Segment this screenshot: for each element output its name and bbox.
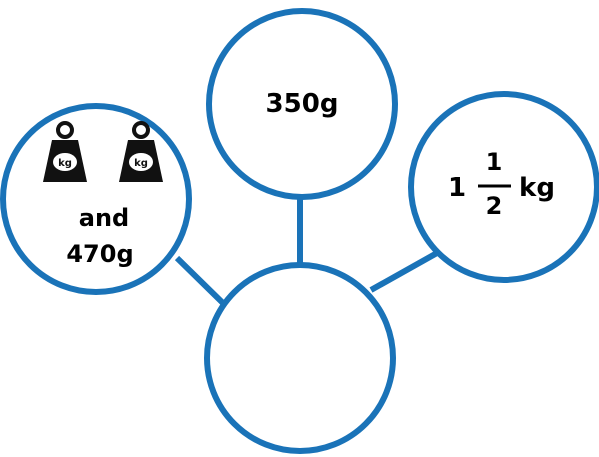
connector-right: [369, 250, 439, 293]
kg-weight-icon: kg: [119, 121, 163, 182]
left-circle-line2: 470g: [66, 240, 133, 268]
top-circle-label: 350g: [266, 89, 339, 119]
connector-left: [174, 255, 231, 311]
kg-weight-icon: kg: [43, 121, 87, 182]
fraction-numerator: 1: [486, 148, 503, 176]
unit-label: kg: [519, 173, 555, 203]
top-circle: [206, 8, 398, 200]
mixed-number-whole: 1: [448, 173, 466, 203]
center-circle[interactable]: [204, 262, 396, 454]
svg-text:kg: kg: [58, 158, 72, 169]
fraction-denominator: 2: [486, 192, 503, 220]
left-circle-line1: and: [79, 204, 129, 232]
svg-text:kg: kg: [134, 158, 148, 169]
